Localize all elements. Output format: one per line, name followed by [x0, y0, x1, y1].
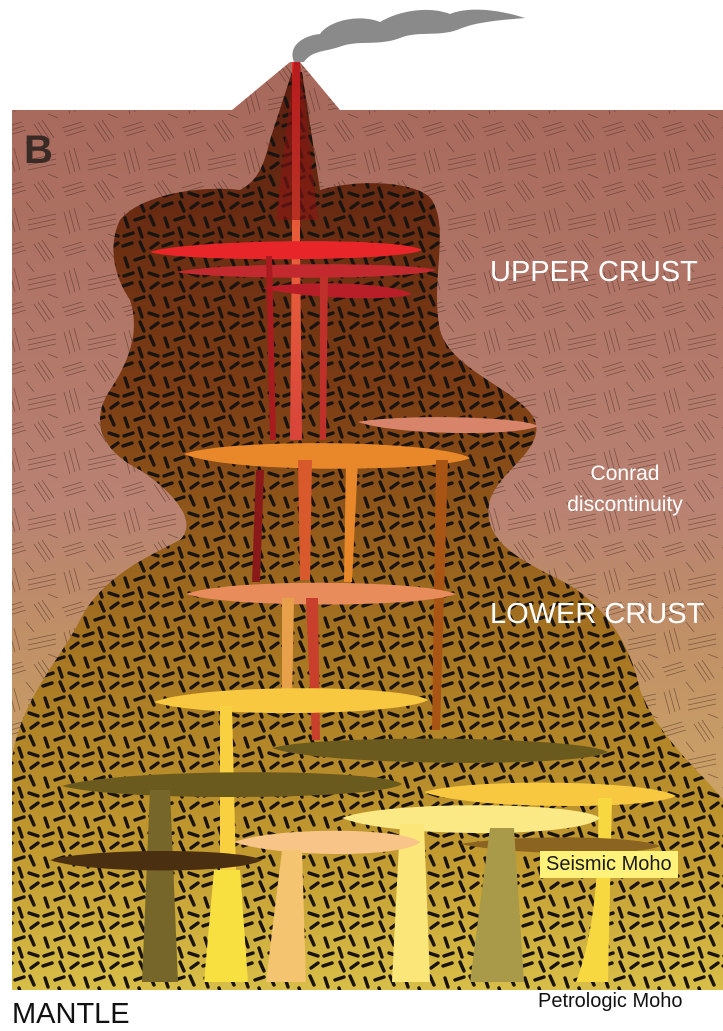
salmon-dyke-1 — [282, 598, 294, 700]
panel-label: B — [24, 128, 53, 173]
label-petrologic-moho: Petrologic Moho — [538, 990, 683, 1013]
label-lower-crust: LOWER CRUST — [490, 598, 704, 631]
label-conrad-discontinuity: Conrad discontinuity — [540, 458, 710, 520]
label-upper-crust: UPPER CRUST — [490, 256, 698, 289]
label-seismic-moho: Seismic Moho — [540, 851, 678, 878]
orange-dyke-1 — [298, 460, 312, 580]
smoke-plume — [292, 10, 525, 62]
label-mantle: MANTLE — [12, 998, 130, 1031]
